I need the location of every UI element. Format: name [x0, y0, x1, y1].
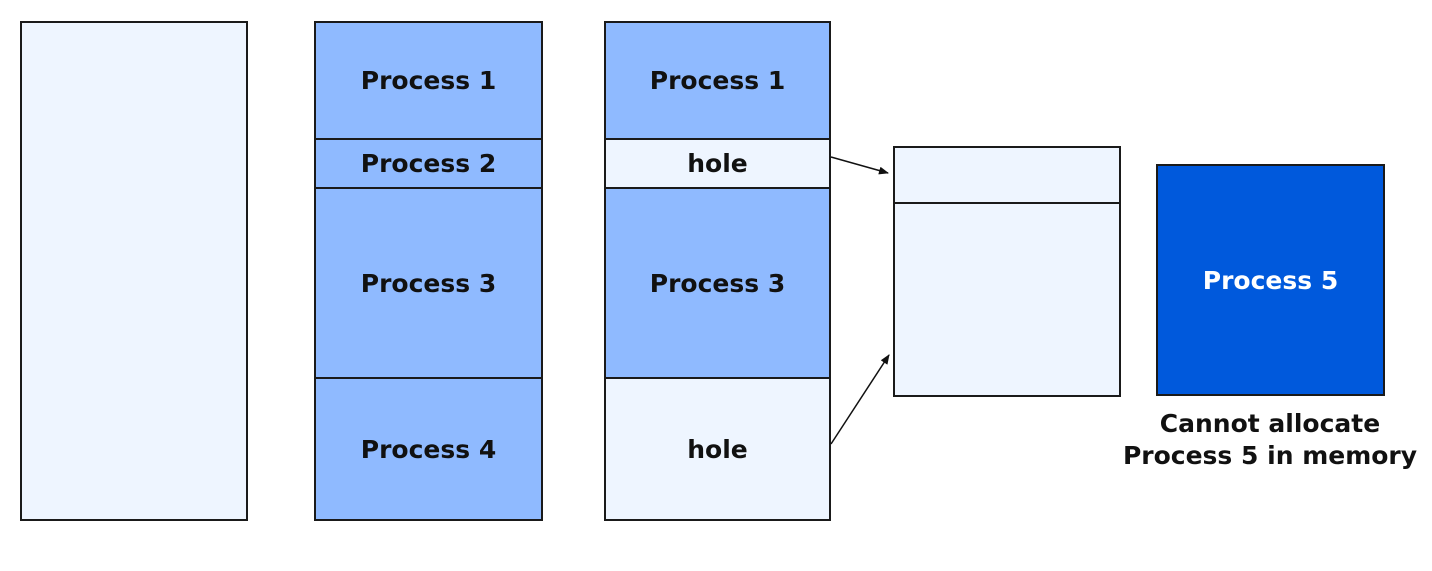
memory-segment-process-4: Process 4: [316, 377, 541, 519]
arrow-hole-large-to-combined: [830, 354, 890, 445]
combined-free-space-block: [893, 146, 1121, 397]
empty-memory-block: [20, 21, 248, 521]
process-5-block: Process 5: [1156, 164, 1385, 396]
combined-hole-large: [895, 202, 1119, 395]
caption-line-2: Process 5 in memory: [1122, 441, 1418, 470]
memory-segment-process-1: Process 1: [606, 23, 829, 138]
allocation-failure-caption: Cannot allocate Process 5 in memory: [1110, 408, 1430, 472]
memory-segment-process-3: Process 3: [606, 187, 829, 377]
memory-hole-small: hole: [606, 138, 829, 187]
arrow-hole-small-to-combined: [830, 156, 889, 175]
caption-line-1: Cannot allocate: [1159, 409, 1381, 438]
memory-segment-process-2: Process 2: [316, 138, 541, 187]
memory-segment-process-1: Process 1: [316, 23, 541, 138]
memory-hole-large: hole: [606, 377, 829, 519]
combined-hole-small: [895, 148, 1119, 202]
allocated-memory-stack: Process 1 Process 2 Process 3 Process 4: [314, 21, 543, 521]
fragmented-memory-stack: Process 1 hole Process 3 hole: [604, 21, 831, 521]
memory-segment-process-3: Process 3: [316, 187, 541, 377]
